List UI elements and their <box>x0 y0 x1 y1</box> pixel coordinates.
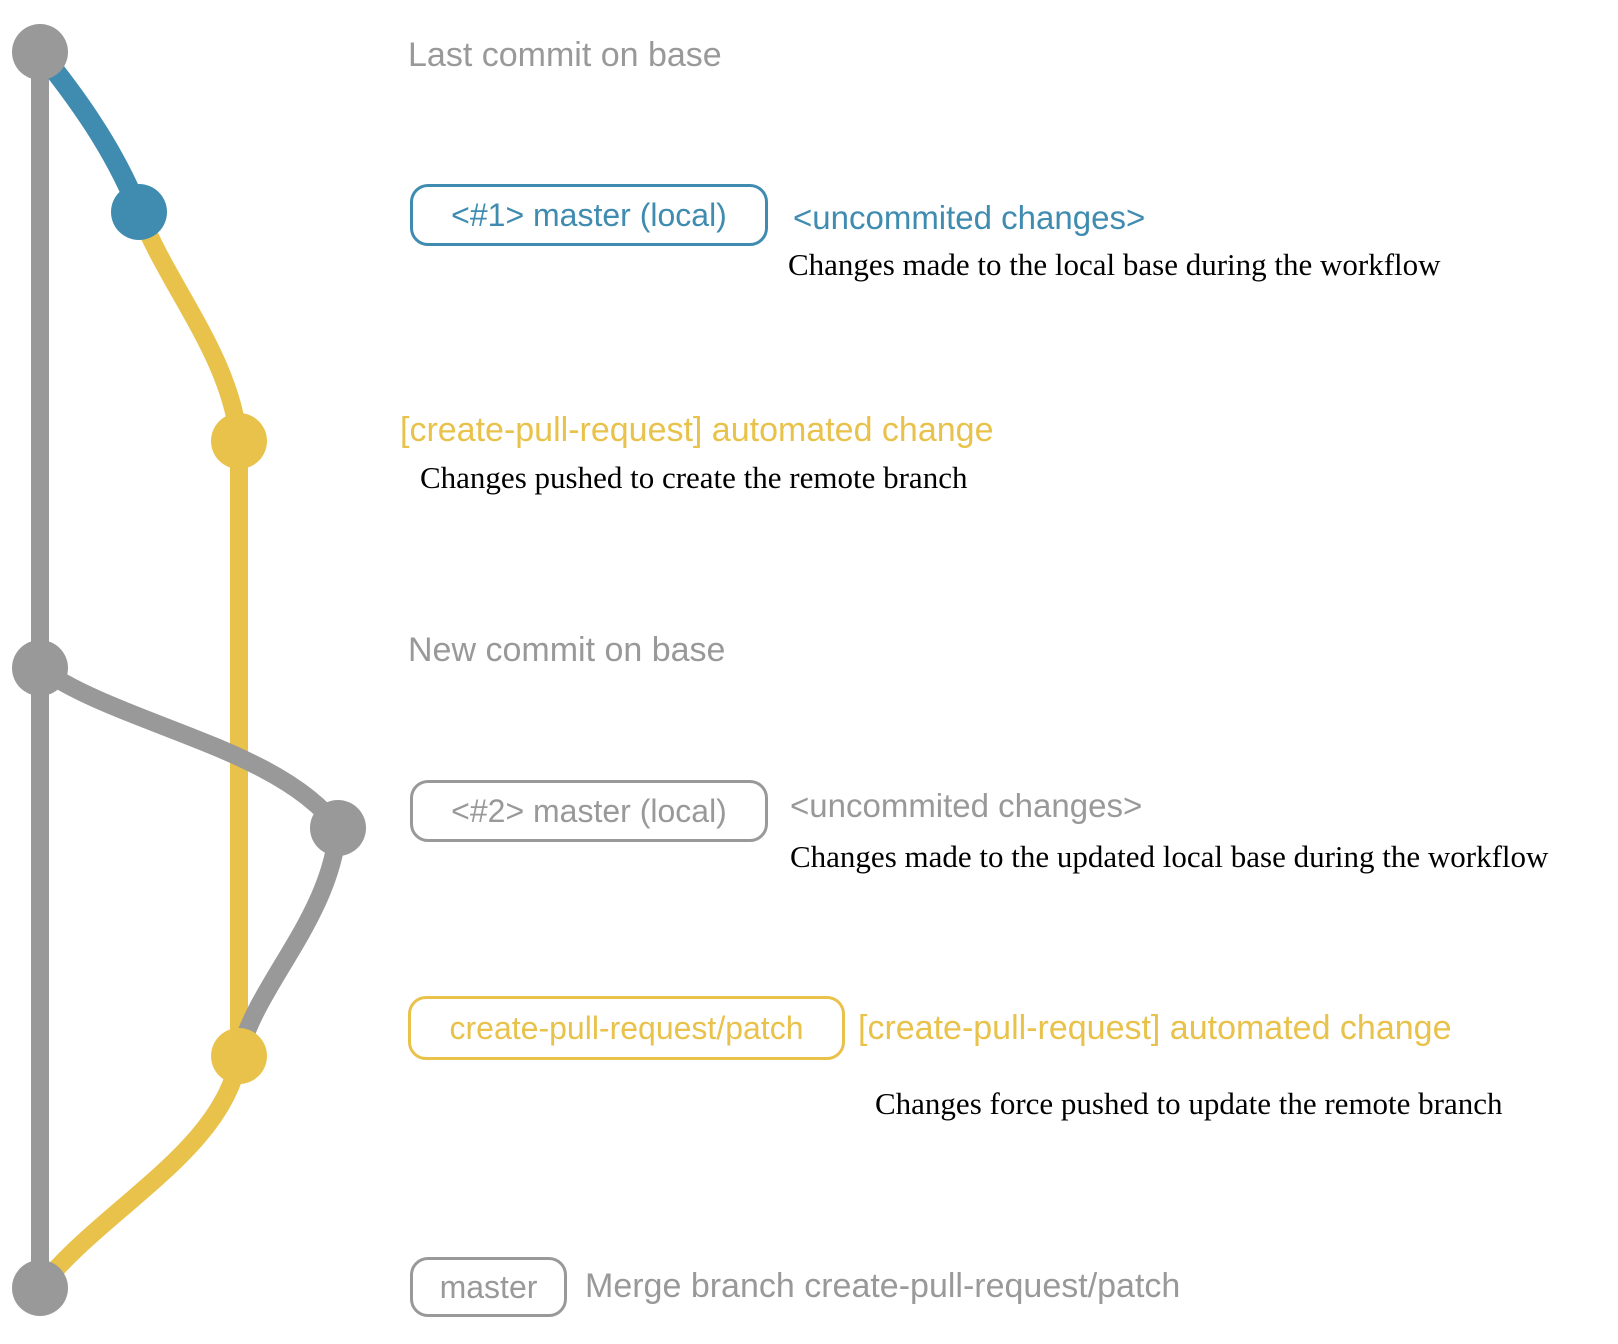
commit-dot-uncommitted-2 <box>310 800 366 856</box>
commit-dot-last-base <box>12 24 68 80</box>
commit-dot-new-base <box>12 640 68 696</box>
branch-tag-master: master <box>410 1257 567 1317</box>
force-push-curve <box>230 819 347 1065</box>
automated-change-note-1: [create-pull-request] automated change <box>400 411 994 449</box>
branch-tag-patch-label: create-pull-request/patch <box>449 1009 804 1046</box>
last-commit-on-base-label: Last commit on base <box>408 36 722 74</box>
uncommitted-changes-desc-1: Changes made to the local base during th… <box>788 247 1441 282</box>
commit-dot-automated-2 <box>211 1028 267 1084</box>
automated-change-desc-1: Changes pushed to create the remote bran… <box>420 460 968 495</box>
local-master-branch-curve-2 <box>31 659 347 837</box>
branch-tag-master-local-1-label: <#1> master (local) <box>451 196 727 233</box>
automated-change-desc-2: Changes force pushed to update the remot… <box>875 1086 1503 1121</box>
commit-graph <box>12 24 366 1316</box>
uncommitted-changes-desc-2: Changes made to the updated local base d… <box>790 839 1549 874</box>
patch-branch-create-curve <box>130 203 248 450</box>
commit-dot-merge <box>12 1260 68 1316</box>
uncommitted-changes-note-1: <uncommited changes> <box>793 199 1146 236</box>
branch-tag-master-label: master <box>439 1268 538 1305</box>
branch-tag-master-local-1: <#1> master (local) <box>410 184 768 246</box>
automated-change-note-2: [create-pull-request] automated change <box>858 1009 1452 1047</box>
branch-tag-master-local-2-label: <#2> master (local) <box>451 792 727 829</box>
commit-dot-uncommitted-1 <box>111 184 167 240</box>
commit-dot-automated-1 <box>211 413 267 469</box>
branch-tag-master-local-2: <#2> master (local) <box>410 780 768 842</box>
merge-branch-note: Merge branch create-pull-request/patch <box>585 1267 1181 1305</box>
branch-tag-patch: create-pull-request/patch <box>408 996 845 1060</box>
merge-curve <box>31 1047 248 1297</box>
local-master-branch-curve-1 <box>30 42 149 222</box>
new-commit-on-base-label: New commit on base <box>408 631 726 669</box>
uncommitted-changes-note-2: <uncommited changes> <box>790 787 1143 824</box>
